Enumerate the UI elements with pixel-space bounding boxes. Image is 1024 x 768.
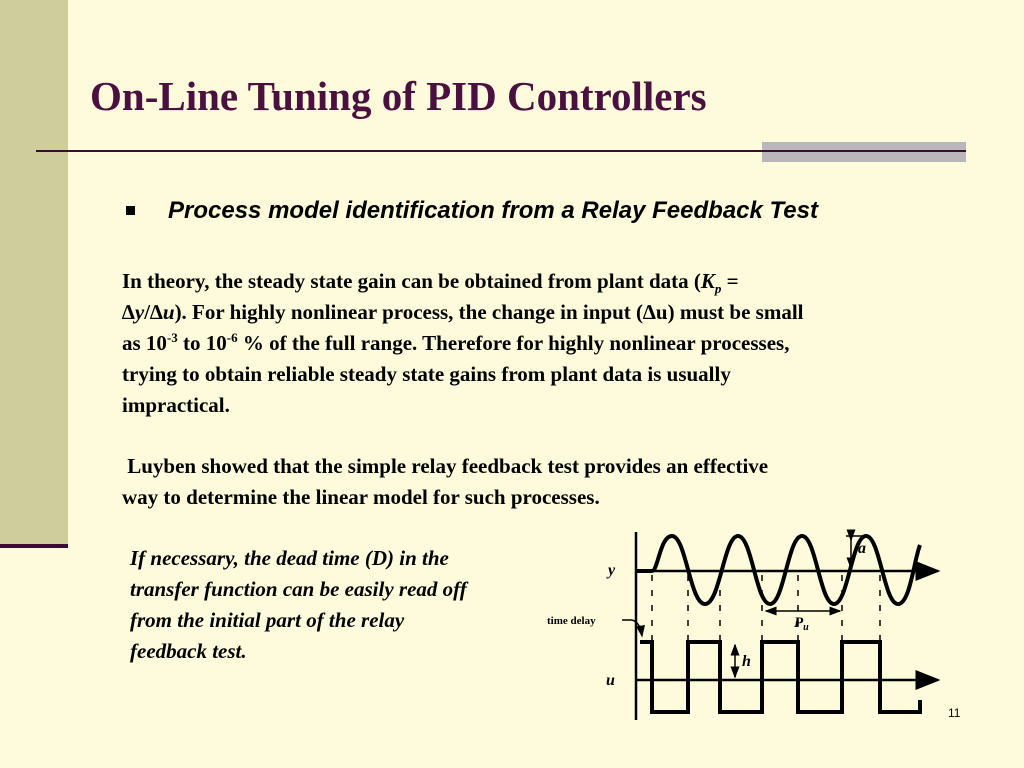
relay-feedback-figure: y u a h Pu time delay xyxy=(547,529,941,720)
title-accent-bar xyxy=(762,142,966,162)
a-label: a xyxy=(858,540,866,557)
slide-title: On-Line Tuning of PID Controllers xyxy=(90,73,707,119)
luyben-paragraph: Luyben showed that the simple relay feed… xyxy=(122,451,972,513)
time-delay-label: time delay xyxy=(547,615,596,627)
page-number: 11 xyxy=(948,706,961,720)
luyben-line-2: way to determine the linear model for su… xyxy=(122,485,600,509)
note-line-3: from the initial part of the relay xyxy=(130,608,405,632)
y-oscillation-curve xyxy=(636,533,922,607)
y-axis-label: y xyxy=(606,562,616,579)
theory-line-5: impractical. xyxy=(122,393,230,417)
luyben-line-1: Luyben showed that the simple relay feed… xyxy=(122,454,769,478)
square-bullet-icon xyxy=(126,206,135,215)
title-divider xyxy=(36,150,966,152)
h-label: h xyxy=(742,653,751,670)
pu-label: Pu xyxy=(794,615,809,633)
theory-paragraph: In theory, the steady state gain can be … xyxy=(122,266,972,421)
theory-line-3: as 10-3 to 10-6 % of the full range. The… xyxy=(122,330,790,355)
u-relay-square-wave xyxy=(640,640,922,714)
bullet-heading: Process model identification from a Rela… xyxy=(168,197,818,224)
theory-line-2: ∆y/∆u). For highly nonlinear process, th… xyxy=(122,300,804,324)
note-line-4: feedback test. xyxy=(130,639,247,663)
note-line-1: If necessary, the dead time (D) in the xyxy=(130,546,449,570)
dashed-guides xyxy=(651,575,881,640)
note-line-2: transfer function can be easily read off xyxy=(130,577,467,601)
theory-line-4: trying to obtain reliable steady state g… xyxy=(122,362,731,386)
left-decor-band xyxy=(0,0,68,545)
u-axis-label: u xyxy=(606,672,615,689)
theory-line-1: In theory, the steady state gain can be … xyxy=(122,269,739,297)
title-accent-line xyxy=(762,150,966,152)
left-decor-line xyxy=(0,544,68,548)
dead-time-note: If necessary, the dead time (D) in the t… xyxy=(130,543,550,667)
time-delay-arrow xyxy=(631,619,645,638)
